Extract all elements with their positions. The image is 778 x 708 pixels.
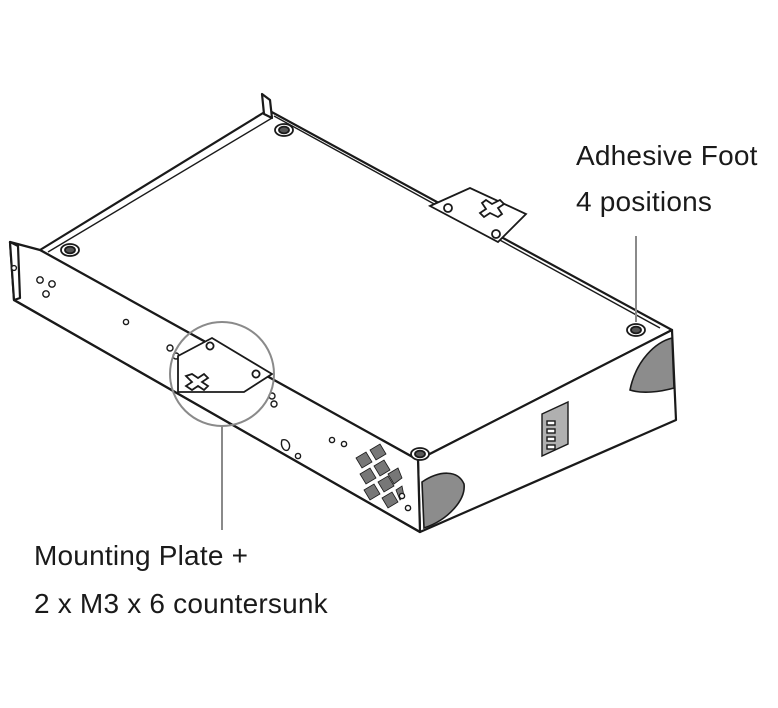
foot-front-right [410,447,430,461]
mounting-plate-screws-label: 2 x M3 x 6 countersunk [34,588,328,619]
adhesive-foot-positions-label: 4 positions [576,186,713,217]
adhesive-feet [60,123,646,461]
port-3 [546,436,556,442]
top-face-rear-lip [47,117,273,253]
mounting-plate-label: Mounting Plate + [34,540,249,571]
port-4 [546,444,556,450]
foot-rear-left [274,123,294,137]
end-caps [421,336,675,530]
mounting-plate-side [177,336,274,393]
end-cap-left [421,472,465,530]
side-holes [10,264,412,512]
vent-grille [355,443,405,509]
end-cap-right [629,336,675,393]
bottom-edge [13,299,421,533]
mounting-plate-top [427,187,528,244]
foot-rear-right [626,323,646,337]
foot-front-left [60,243,80,257]
port-1 [546,420,556,426]
port-panel [541,400,569,458]
port-2 [546,428,556,434]
rear-rack-ear [260,92,274,120]
left-rack-ear [8,240,22,302]
adhesive-foot-label: Adhesive Foot [576,140,758,171]
